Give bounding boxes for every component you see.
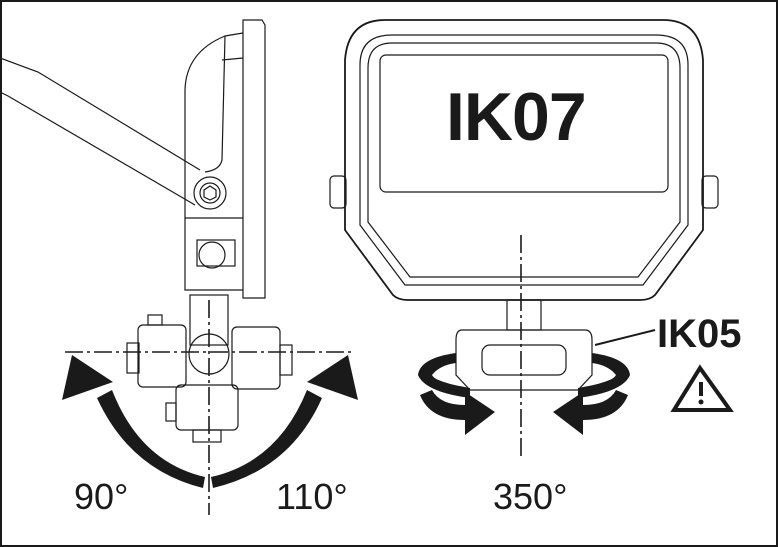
- side-view: [0, 19, 293, 443]
- tilt-right-angle: 110°: [276, 476, 348, 517]
- rotation-arrows-icon: [418, 353, 630, 435]
- mount-ik-rating: IK05: [657, 312, 742, 356]
- front-ik-rating: IK07: [446, 79, 587, 155]
- rotation-angle: 350°: [493, 476, 568, 517]
- tilt-left-angle: 90°: [74, 476, 129, 517]
- tilt-arrow-icon: [62, 355, 358, 488]
- warning-triangle-icon: [670, 364, 734, 412]
